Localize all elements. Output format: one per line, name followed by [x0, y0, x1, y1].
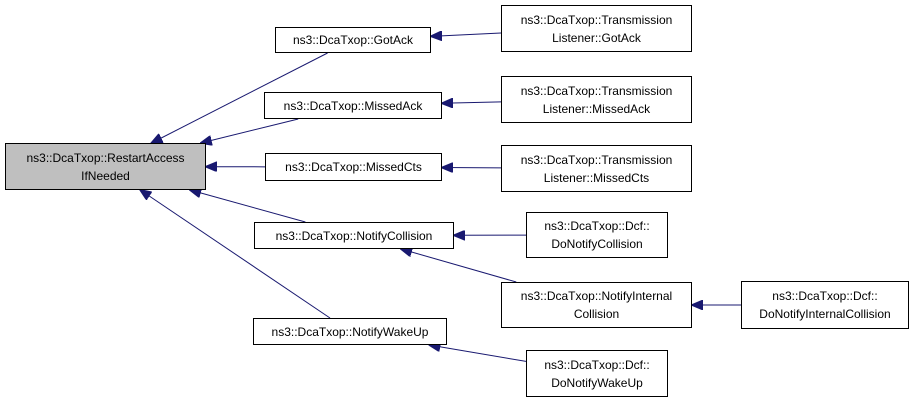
- edge-notifyinternalcollision-to-notifycollision: [401, 249, 517, 283]
- node-label-line: ns3::DcaTxop::MissedCts: [285, 160, 422, 174]
- node-label-line: DoNotifyWakeUp: [551, 375, 643, 390]
- node-label-line: IfNeeded: [81, 168, 130, 183]
- node-label-line: ns3::DcaTxop::Transmission: [520, 83, 673, 98]
- node-missed-ack[interactable]: ns3::DcaTxop::MissedAck: [264, 92, 442, 119]
- node-label-line: Listener::MissedCts: [543, 170, 650, 185]
- node-label-line: Listener::MissedAck: [542, 101, 651, 116]
- node-label-line: ns3::DcaTxop::RestartAccess: [26, 150, 185, 165]
- node-notify-wake-up[interactable]: ns3::DcaTxop::NotifyWakeUp: [253, 318, 447, 345]
- edge-notifywakeup-to-root: [140, 190, 331, 319]
- node-label-line: ns3::DcaTxop::Transmission: [520, 152, 673, 167]
- node-got-ack[interactable]: ns3::DcaTxop::GotAck: [275, 27, 431, 53]
- node-label-line: ns3::DcaTxop::NotifyInternal: [520, 289, 673, 303]
- node-missed-cts[interactable]: ns3::DcaTxop::MissedCts: [265, 153, 442, 181]
- edge-notifycollision-to-root: [190, 190, 306, 223]
- node-label-line: ns3::DcaTxop::Dcf::: [772, 289, 878, 303]
- edge-missedack-to-root: [201, 118, 299, 143]
- node-label-line: Listener::GotAck: [552, 30, 641, 45]
- edge-tl_missedack-to-missedack: [442, 102, 502, 103]
- node-dcf-do-notify-wake-up[interactable]: ns3::DcaTxop::Dcf::DoNotifyWakeUp: [526, 350, 668, 397]
- node-label-line: ns3::DcaTxop::Transmission: [520, 12, 673, 27]
- node-dcf-do-notify-internal-collision[interactable]: ns3::DcaTxop::Dcf::DoNotifyInternalColli…: [741, 281, 909, 329]
- node-label-line: DoNotifyCollision: [551, 237, 643, 251]
- edge-tl_gotack-to-gotack: [431, 33, 502, 36]
- node-label-line: ns3::DcaTxop::Dcf::: [544, 219, 650, 233]
- node-label-line: Collision: [573, 307, 620, 321]
- node-label-line: ns3::DcaTxop::Dcf::: [544, 357, 650, 372]
- node-label-line: ns3::DcaTxop::NotifyCollision: [275, 228, 433, 243]
- node-label-line: ns3::DcaTxop::GotAck: [292, 33, 414, 47]
- edge-gotack-to-root: [151, 52, 328, 143]
- node-label-line: ns3::DcaTxop::MissedAck: [283, 98, 423, 113]
- node-label-line: ns3::DcaTxop::NotifyWakeUp: [271, 324, 429, 339]
- node-label-line: DoNotifyInternalCollision: [759, 307, 891, 321]
- node-notify-collision[interactable]: ns3::DcaTxop::NotifyCollision: [254, 222, 454, 249]
- edge-dcf_notifywakeup-to-notifywakeup: [429, 345, 527, 362]
- node-dcf-do-notify-collision[interactable]: ns3::DcaTxop::Dcf::DoNotifyCollision: [526, 212, 668, 258]
